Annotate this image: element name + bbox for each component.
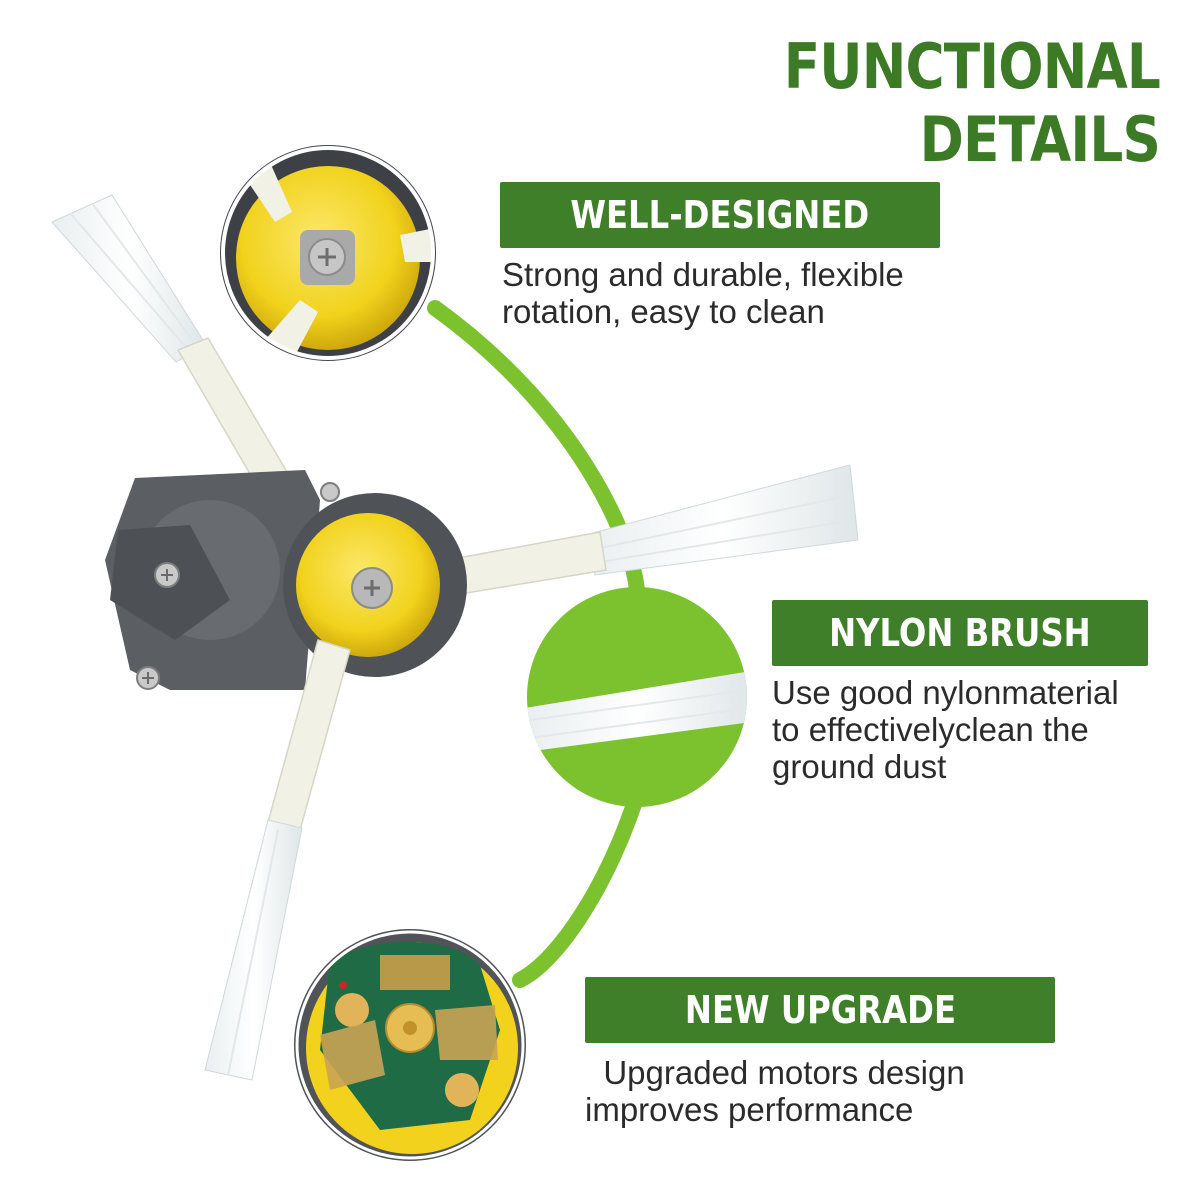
motor-circuit-closeup — [294, 929, 526, 1161]
description-line: to effectivelyclean the — [772, 711, 1089, 748]
description-line: Upgraded motors design — [585, 1054, 965, 1091]
feature-heading-label: NYLON BRUSH — [829, 611, 1091, 655]
description-line: Strong and durable, flexible — [502, 256, 904, 293]
bristle-tuft-lower — [204, 819, 303, 1081]
connector-arc — [427, 300, 646, 988]
feature-heading-label: NEW UPGRADE — [684, 988, 956, 1032]
side-brush-product — [51, 194, 859, 1081]
page-title: FUNCTIONAL DETAILS — [783, 30, 1161, 176]
feature-heading-new-upgrade: NEW UPGRADE — [585, 977, 1055, 1043]
description-line: ground dust — [772, 748, 947, 785]
gearbox-housing — [105, 470, 340, 690]
nylon-bristle-closeup — [527, 587, 747, 807]
feature-heading-well-designed: WELL-DESIGNED — [500, 182, 940, 248]
feature-heading-nylon-brush: NYLON BRUSH — [772, 600, 1148, 666]
description-line: Use good nylonmaterial — [772, 674, 1119, 711]
description-line: improves performance — [585, 1091, 914, 1128]
bristle-tuft-right — [584, 464, 859, 576]
bristle-tuft-upper — [51, 194, 207, 363]
description-line: rotation, easy to clean — [502, 293, 825, 330]
feature-heading-label: WELL-DESIGNED — [570, 193, 870, 237]
brush-hub-closeup — [220, 145, 436, 361]
